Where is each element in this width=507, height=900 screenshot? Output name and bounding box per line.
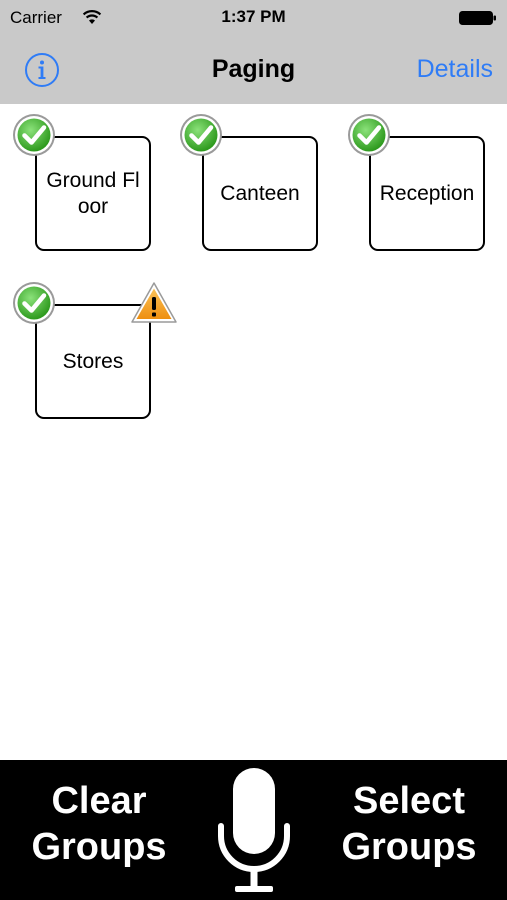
group-tile-ground-floor[interactable]: Ground Floor — [35, 136, 151, 251]
clear-groups-button[interactable]: Clear Groups — [9, 778, 189, 870]
microphone-icon[interactable] — [213, 764, 295, 896]
warning-icon — [131, 282, 177, 323]
info-icon[interactable] — [24, 52, 60, 88]
carrier-label: Carrier — [10, 8, 62, 27]
details-button[interactable]: Details — [416, 55, 493, 83]
clear-groups-label-line2: Groups — [31, 826, 167, 868]
group-label: Canteen — [220, 181, 300, 205]
group-label: Stores — [62, 349, 124, 373]
check-icon — [13, 114, 55, 156]
battery-icon — [459, 11, 496, 25]
group-tile-canteen[interactable]: Canteen — [202, 136, 318, 251]
select-groups-button[interactable]: Select Groups — [319, 778, 499, 870]
clear-groups-label-line1: Clear — [51, 780, 147, 822]
select-groups-label-line2: Groups — [341, 826, 477, 868]
navigation-bar: Paging Details — [0, 36, 507, 104]
check-icon — [13, 282, 55, 324]
group-label: Ground Floor — [46, 168, 140, 218]
group-label: Reception — [379, 181, 475, 205]
bottom-toolbar: Clear Groups Select Groups — [0, 760, 507, 900]
status-bar: Carrier 1:37 PM — [0, 0, 507, 36]
group-tile-reception[interactable]: Reception — [369, 136, 485, 251]
check-icon — [348, 114, 390, 156]
select-groups-label-line1: Select — [353, 780, 465, 822]
page-title: Paging — [211, 55, 296, 83]
group-tile-stores[interactable]: Stores — [35, 304, 151, 419]
check-icon — [180, 114, 222, 156]
wifi-icon — [82, 10, 102, 24]
status-time: 1:37 PM — [221, 7, 286, 26]
